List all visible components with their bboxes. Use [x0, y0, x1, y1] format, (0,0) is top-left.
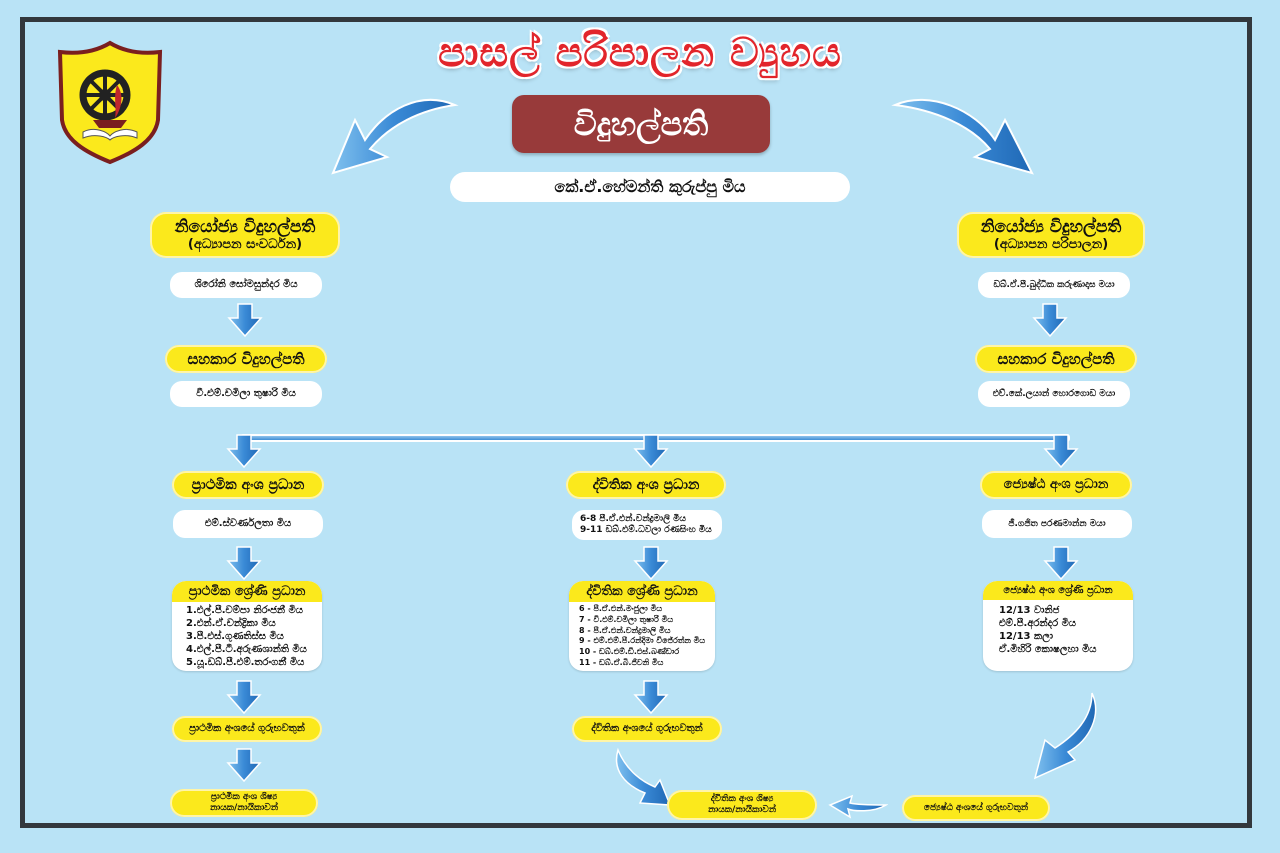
- deputy-title: නියෝජ්‍ය විදුහල්පති: [980, 217, 1122, 237]
- list-item: 12/13 කලා: [999, 631, 1054, 642]
- assistant-left-name: වී.එම්.චමිලා තුෂාරි මිය: [170, 381, 322, 407]
- prefects-line1: ප්‍රාථමික අංශ ශිෂ්‍ය: [210, 792, 278, 803]
- down-arrow-icon: [633, 680, 669, 714]
- page-title: පාසල් පරිපාලන ව්‍යුහය: [438, 30, 842, 76]
- list-item: 6 - පී.ඒ.එන්.මංජුලා මිය: [579, 604, 663, 613]
- down-arrow-icon: [226, 748, 262, 782]
- list-item: 3.පී.එස්.ගුණතිස්ස මිය: [186, 631, 284, 642]
- deputy-subtitle: (අධ්‍යාපන සංවර්ධන): [187, 237, 303, 253]
- senior-grade-heads-card: ජ්‍යෙෂ්ඨ අංශ ශ්‍රේණි ප්‍රධාන 12/13 වානිජ…: [983, 581, 1133, 671]
- card-title: ප්‍රාථමික ශ්‍රේණි ප්‍රධාන: [172, 581, 322, 602]
- assistant-right-name: එච්.කේ.ලයාන් හොරගොඩ මයා: [978, 381, 1130, 407]
- card-title: ජ්‍යෙෂ්ඨ අංශ ශ්‍රේණි ප්‍රධාන: [983, 581, 1133, 600]
- list-item: 10 - ඩබ්.එම්.ඩී.එස්.බණ්ඩාර: [579, 647, 680, 657]
- curved-arrow-right-icon: [891, 98, 1034, 175]
- secondary-grade-heads-card: ද්විතික ශ්‍රේණි ප්‍රධාන 6 - පී.ඒ.එන්.මංජ…: [569, 581, 715, 671]
- list-item: 9-11 ඩබ්.එම්.ධවලා රණසිංහ මිය: [580, 525, 712, 535]
- down-arrow-icon: [1032, 303, 1068, 337]
- list-item: 11 - ඩබ්.ඒ.බී.ජිවනි මිය: [579, 657, 664, 667]
- primary-prefects: ප්‍රාථමික අංශ ශිෂ්‍ය නායක/නායිකාවන්: [170, 789, 318, 817]
- curved-arrow-left-icon: [331, 99, 459, 175]
- down-arrow-icon: [227, 303, 263, 337]
- principal-role: විදුහල්පති: [512, 95, 770, 153]
- primary-grade-heads-card: ප්‍රාථමික ශ්‍රේණි ප්‍රධාන 1.එල්.පී.චම්පා…: [172, 581, 322, 671]
- poster-frame: [20, 17, 1252, 828]
- secondary-teachers: ද්විතික අංශයේ ගුරුභවතුන්: [572, 716, 722, 742]
- assistant-principal-left: සහකාර විදුහල්පති: [165, 345, 327, 373]
- senior-teachers: ජ්‍යෙෂ්ඨ අංශයේ ගුරුභවතුන්: [902, 795, 1050, 821]
- curved-arrow-down-right-icon: [615, 747, 672, 806]
- list-item: 7 - වී.එම්.චමිලා තුෂාරි මිය: [579, 614, 674, 624]
- deputy-principal-right: නියෝජ්‍ය විදුහල්පති (අධ්‍යාපන පරිපාලන): [957, 212, 1145, 258]
- list-item: 9 - එම්.එම්.පී.රන්දිමා විජේරත්න මිය: [579, 636, 706, 646]
- curved-arrow-left-small-icon: [828, 794, 888, 819]
- prefects-line2: නායක/නායිකාවන්: [707, 805, 777, 815]
- deputy-title: නියෝජ්‍ය විදුහල්පති: [174, 217, 316, 237]
- list-item: 1.එල්.පී.චම්පා නිරංජනී මිය: [186, 605, 303, 616]
- primary-teachers: ප්‍රාථමික අංශයේ ගුරුභවතුන්: [172, 716, 322, 742]
- down-arrow-icon: [1043, 546, 1079, 580]
- prefects-line1: ද්විතික අංශ ශිෂ්‍ය: [710, 794, 774, 805]
- down-arrow-icon: [633, 546, 669, 580]
- down-arrow-icon: [226, 434, 262, 468]
- list-item: 8 - පී.ඒ.එන්.චන්ද්‍රමාලි මිය: [579, 625, 671, 635]
- senior-grade-heads-list: 12/13 වානිජ එම්.පී.අරන්දර මිය 12/13 කලා …: [983, 600, 1133, 660]
- list-item: 2.එන්.ඒ.චන්ද්‍රිකා මිය: [186, 618, 276, 629]
- prefects-line2: නායක/නායිකාවන්: [209, 803, 279, 813]
- curved-arrow-down-left-icon: [1033, 692, 1097, 780]
- deputy-left-name: ශිරෝනි සෝමසුන්දර මිය: [170, 272, 322, 298]
- primary-section-head: ප්‍රාථමික අංශ ප්‍රධාන: [172, 471, 324, 499]
- senior-section-head: ජ්‍යෙෂ්ඨ අංශ ප්‍රධාන: [980, 471, 1132, 499]
- deputy-principal-left: නියෝජ්‍ය විදුහල්පති (අධ්‍යාපන සංවර්ධන): [150, 212, 340, 258]
- primary-grade-heads-list: 1.එල්.පී.චම්පා නිරංජනී මිය 2.එන්.ඒ.චන්ද්…: [172, 602, 322, 671]
- secondary-prefects: ද්විතික අංශ ශිෂ්‍ය නායක/නායිකාවන්: [667, 790, 817, 820]
- deputy-subtitle: (අධ්‍යාපන පරිපාලන): [993, 237, 1109, 253]
- list-item: 6-8 පී.ඒ.එන්.චන්ද්‍රමාලි මිය: [580, 514, 687, 525]
- list-item: 5.යූ.ඩබ්.පී.එම්.තරංගනී මිය: [186, 657, 305, 668]
- secondary-section-head-names: 6-8 පී.ඒ.එන්.චන්ද්‍රමාලි මිය 9-11 ඩබ්.එම…: [572, 510, 722, 540]
- down-arrow-icon: [226, 680, 262, 714]
- assistant-principal-right: සහකාර විදුහල්පති: [975, 345, 1137, 373]
- secondary-grade-heads-list: 6 - පී.ඒ.එන්.මංජුලා මිය 7 - වී.එම්.චමිලා…: [569, 602, 715, 671]
- list-item: 12/13 වානිජ: [999, 605, 1060, 616]
- school-crest-icon: [55, 40, 165, 165]
- principal-name: කේ.ඒ.හේමන්ති කුරුප්පු මිය: [450, 172, 850, 202]
- senior-section-head-name: ජී.ගජිත පරණමාන්න මයා: [982, 510, 1132, 538]
- secondary-section-head: ද්විතික අංශ ප්‍රධාන: [566, 471, 726, 499]
- down-arrow-icon: [633, 434, 669, 468]
- down-arrow-icon: [226, 546, 262, 580]
- deputy-right-name: ඩබ්.ඒ.පී.බුද්ධික කරුණාදාස මයා: [978, 272, 1130, 298]
- primary-section-head-name: එම්.ස්වර්ණලතා මිය: [173, 510, 323, 538]
- card-title: ද්විතික ශ්‍රේණි ප්‍රධාන: [569, 581, 715, 602]
- down-arrow-icon: [1043, 434, 1079, 468]
- list-item: එම්.පී.අරන්දර මිය: [999, 618, 1076, 629]
- list-item: ඒ.මිහිරි කොෂලහා මිය: [999, 644, 1097, 655]
- list-item: 4.එල්.පී.ටී.අරුණශාන්ති මිය: [186, 644, 307, 655]
